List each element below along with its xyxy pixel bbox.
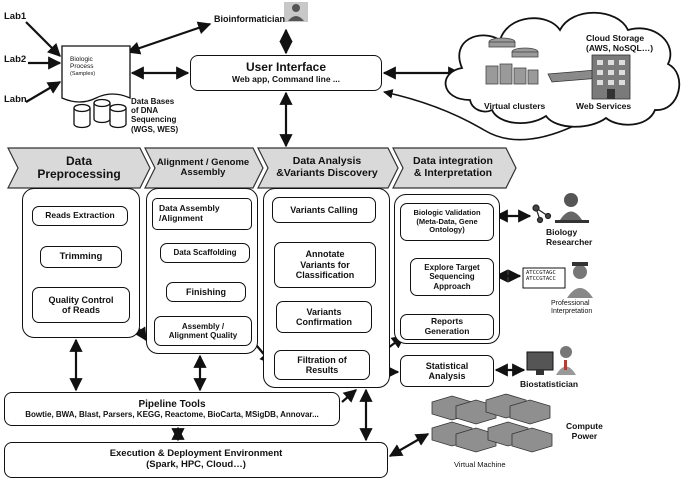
network-switch-icon [547,69,601,83]
arrow-labn [25,81,62,103]
stage-integration-label: Data integration& Interpretation [413,155,493,179]
user-interface-box: User Interface Web app, Command line ... [190,55,382,91]
bioinformatician-label: Bioinformatician [214,14,286,24]
labn-label: Labn [4,94,27,105]
arrow-execution-compute [388,433,430,457]
execution-title: Execution & Deployment Environment [109,448,283,460]
web-services-building-icon [591,54,631,100]
cloud-storage-label: Cloud Storage (AWS, NoSQL…) [586,33,654,53]
arrow-cloud-ui-curve [383,89,579,141]
pipeline-title: Pipeline Tools [138,398,206,410]
professional-icon [567,262,593,298]
bioinformatician-icon [284,2,308,22]
cloud-icon [444,11,681,128]
execution-subtitle: (Spark, HPC, Cloud…) [146,459,246,470]
finishing-box: Finishing [166,282,246,302]
stage-analysis-label: Data Analysis&Variants Discovery [276,155,378,179]
data-assembly-box: Data Assembly/Alignment [152,198,252,230]
web-services-label: Web Services [576,101,632,111]
virtual-machine-label: Virtual Machine [454,460,506,469]
compute-power-icon [431,393,553,453]
user-interface-subtitle: Web app, Command line ... [232,74,340,85]
execution-environment-box: Execution & Deployment Environment (Spar… [4,442,388,478]
virtual-clusters-label: Virtual clusters [484,101,546,111]
biologic-process-label: Biologic Process (Samples) [70,56,96,77]
biostatistician-icon [526,346,576,375]
assembly-quality-box: Assembly /Alignment Quality [154,316,252,346]
reads-extraction-box: Reads Extraction [32,206,128,226]
molecule-icon [532,204,552,224]
data-scaffolding-box: Data Scaffolding [160,243,250,263]
pipeline-tools-box: Pipeline Tools Bowtie, BWA, Blast, Parse… [4,392,340,426]
pipeline-tools-list: Bowtie, BWA, Blast, Parsers, KEGG, React… [25,410,319,420]
biology-researcher-icon [555,193,589,223]
user-interface-title: User Interface [245,60,327,75]
databases-label: Data Bases of DNA Sequencing (WGS, WES) [131,97,179,134]
database-icon [73,98,127,129]
lab2-label: Lab2 [4,54,27,65]
variants-calling-box: Variants Calling [272,197,376,223]
virtual-clusters-icon [485,37,539,85]
lab1-label: Lab1 [4,11,27,22]
biostatistician-label: Biostatistician [520,379,579,389]
arrow-process-bioinformatician [126,21,212,55]
arrow-pipeline-analysis [341,389,358,403]
trimming-box: Trimming [40,246,122,268]
arrow-lab1 [25,21,61,57]
